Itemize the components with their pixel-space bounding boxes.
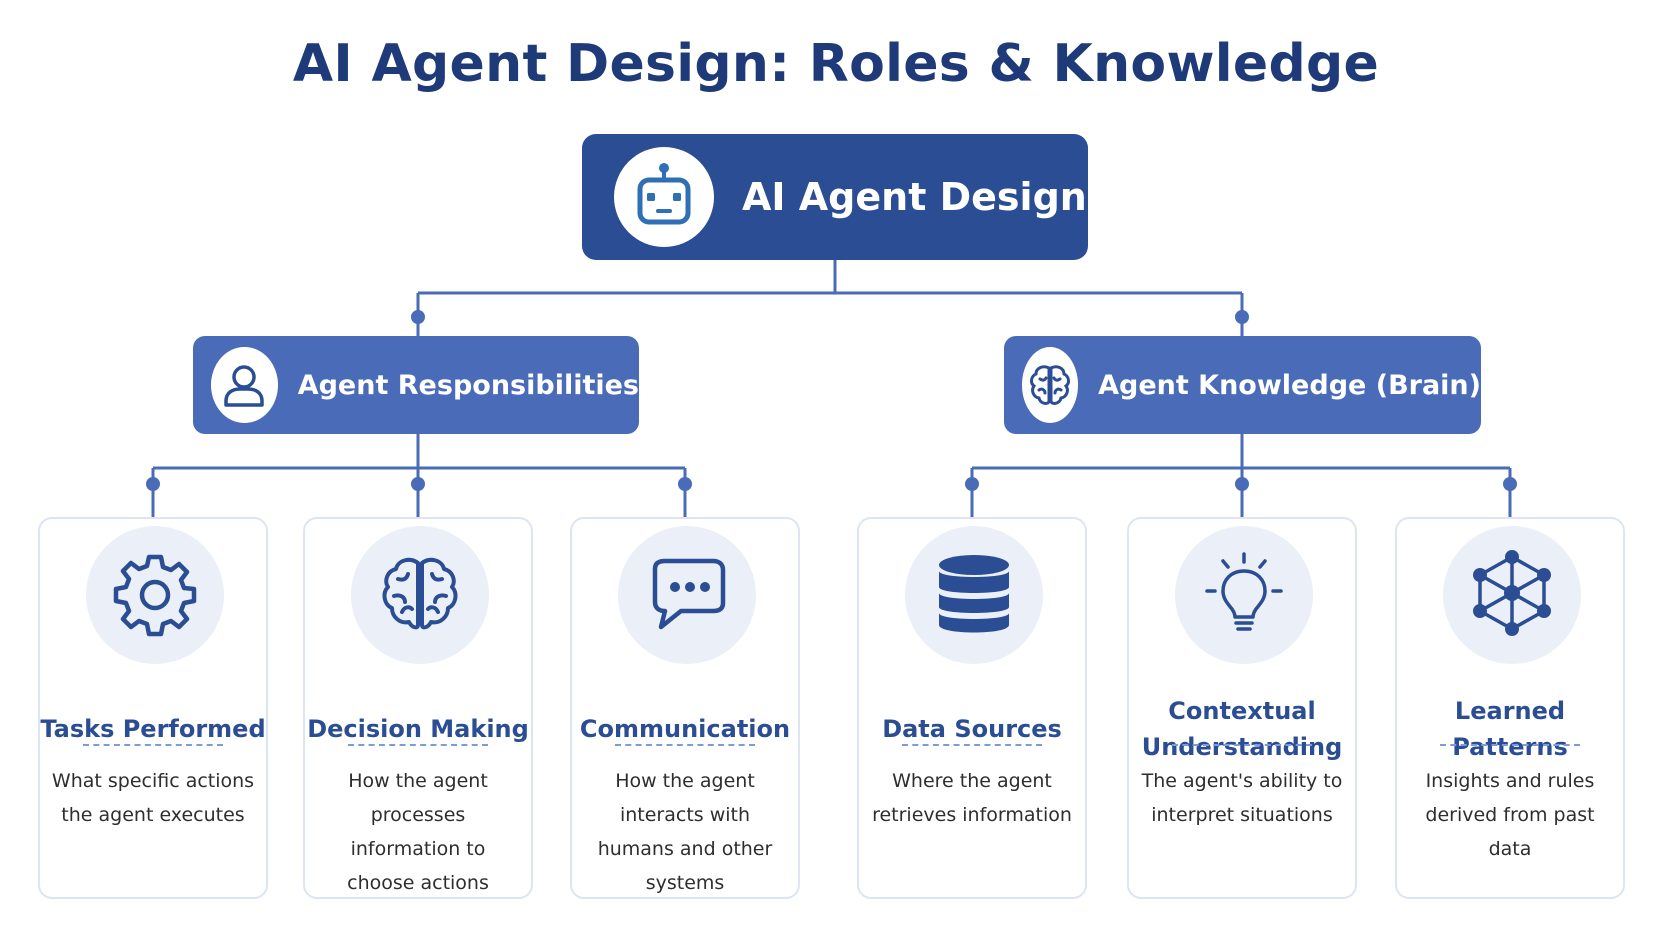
card-title: Decision Making [307, 715, 529, 743]
card-divider [615, 744, 755, 746]
brain-icon [382, 557, 458, 630]
card-data-sources: Data Sources Where the agent retrieves i… [857, 517, 1087, 899]
card-description: Insights and rules derived from past dat… [1425, 770, 1595, 860]
card-icon-circle [1443, 526, 1581, 664]
card-icon-circle [86, 526, 224, 664]
card-communication: Communication How the agent interacts wi… [570, 517, 800, 899]
card-title: Communication [579, 715, 791, 743]
branch-agent-knowledge: Agent Knowledge (Brain) [1004, 336, 1481, 434]
card-divider [348, 744, 488, 746]
user-icon [224, 365, 265, 407]
card-icon-circle [618, 526, 756, 664]
card-icon-circle [1175, 526, 1313, 664]
brain-icon [1030, 365, 1070, 405]
card-tasks-performed: Tasks Performed What specific actions th… [38, 517, 268, 899]
card-decision-making: Decision Making How the agent processes … [303, 517, 533, 899]
card-divider [83, 744, 223, 746]
root-icon-circle [614, 147, 714, 247]
branch-icon-circle [211, 347, 278, 423]
branch-label: Agent Knowledge (Brain) [1098, 369, 1481, 401]
card-description: Where the agent retrieves information [872, 770, 1072, 826]
robot-icon [637, 163, 691, 225]
page-title: AI Agent Design: Roles & Knowledge [292, 34, 1380, 94]
lightbulb-icon [1205, 552, 1283, 631]
card-divider [902, 744, 1042, 746]
branch-icon-circle [1022, 347, 1079, 423]
card-learned-patterns: Learned Patterns Insights and rules deri… [1395, 517, 1625, 899]
card-description: The agent's ability to interpret situati… [1141, 770, 1343, 826]
card-description: How the agent processes information to c… [347, 770, 489, 894]
database-icon [939, 555, 1009, 633]
chat-bubble-icon [652, 558, 726, 630]
card-title: Learned Patterns [1452, 697, 1568, 761]
card-description: What specific actions the agent executes [51, 770, 255, 826]
card-title: Data Sources [882, 715, 1062, 743]
card-title: Contextual Understanding [1141, 697, 1343, 761]
card-icon-circle [905, 526, 1043, 664]
card-title: Tasks Performed [40, 715, 266, 743]
branch-label: Agent Responsibilities [297, 369, 639, 401]
card-icon-circle [351, 526, 489, 664]
network-icon [1473, 550, 1551, 636]
card-description: How the agent interacts with humans and … [597, 770, 773, 894]
card-contextual-understanding: Contextual Understanding The agent's abi… [1127, 517, 1357, 899]
gear-icon [113, 554, 197, 637]
root-node: AI Agent Design [582, 134, 1088, 260]
root-label: AI Agent Design [742, 175, 1087, 219]
card-divider [1440, 744, 1580, 746]
card-divider [1172, 744, 1312, 746]
branch-agent-responsibilities: Agent Responsibilities [193, 336, 639, 434]
